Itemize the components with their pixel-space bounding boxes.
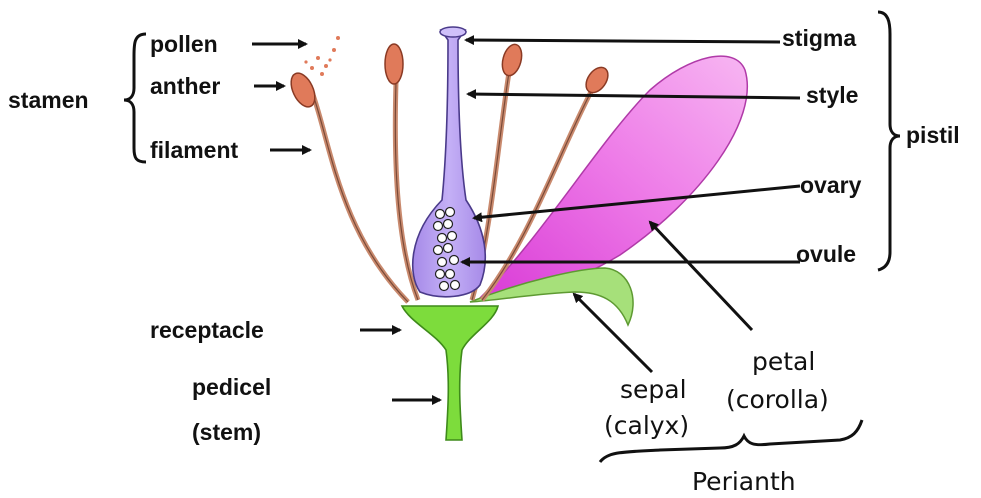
label-style: style	[806, 82, 858, 108]
label-receptacle: receptacle	[150, 317, 264, 343]
receptacle-pedicel-shape	[402, 306, 498, 440]
sepal-shape	[470, 268, 633, 325]
stamen-brace	[124, 34, 146, 162]
label-calyx: (calyx)	[604, 411, 689, 440]
pistil-shape	[413, 30, 486, 297]
label-stigma: stigma	[782, 25, 856, 51]
label-stem: (stem)	[192, 419, 261, 445]
label-petal: petal	[752, 347, 815, 376]
stigma-tip	[440, 27, 466, 37]
label-ovule: ovule	[796, 241, 856, 267]
label-filament: filament	[150, 137, 239, 163]
label-sepal: sepal	[620, 375, 687, 404]
label-ovary: ovary	[800, 172, 862, 198]
label-corolla: (corolla)	[726, 385, 829, 414]
label-pistil: pistil	[906, 122, 960, 148]
label-stamen: stamen	[8, 87, 89, 113]
label-pollen: pollen	[150, 31, 218, 57]
label-pedicel: pedicel	[192, 374, 271, 400]
label-perianth: Perianth	[692, 467, 796, 496]
pistil-brace	[878, 12, 900, 270]
label-anther: anther	[150, 73, 220, 99]
pollen-grains	[304, 36, 340, 76]
